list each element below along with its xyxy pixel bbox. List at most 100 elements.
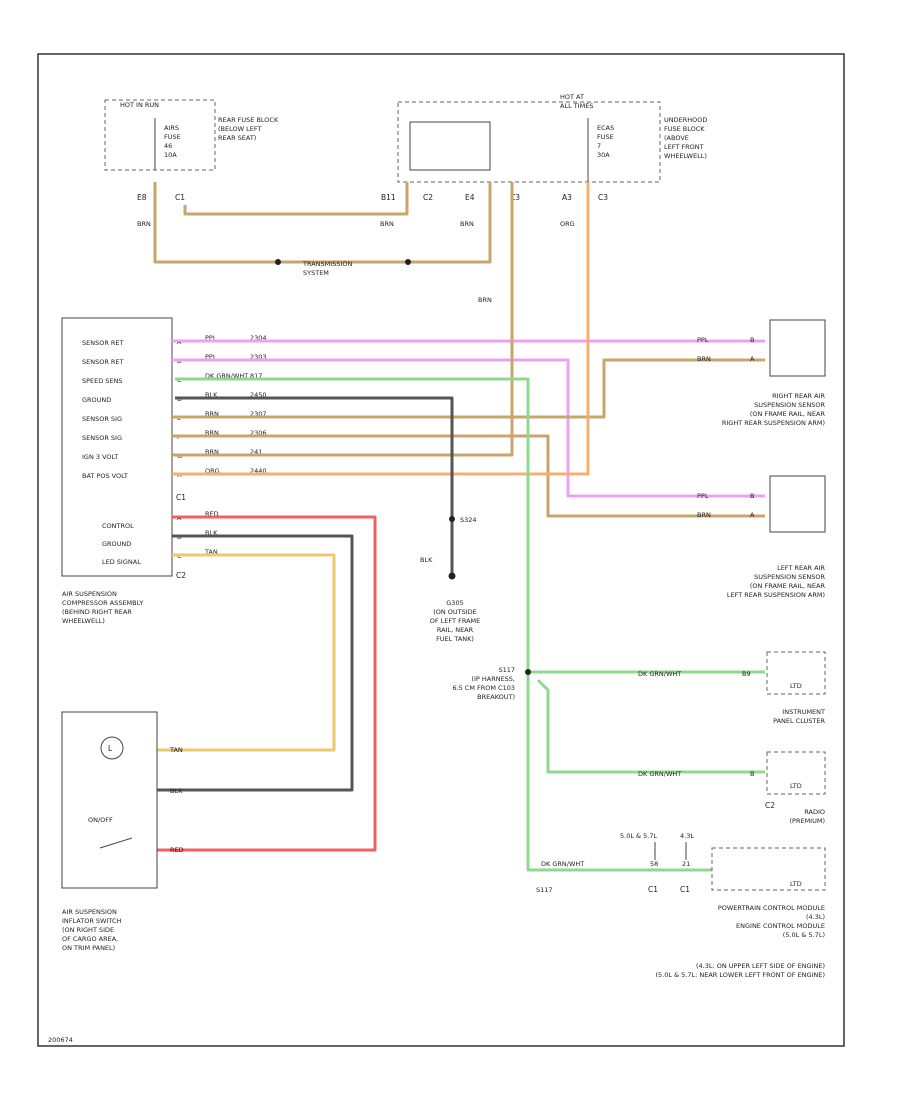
text-line: (BEHIND RIGHT REAR	[62, 608, 132, 616]
text-line: COMPRESSOR ASSEMBLY	[62, 599, 143, 607]
text-line: 7	[597, 142, 601, 150]
c1-wire-circuit: 2303	[250, 353, 267, 361]
left-sensor-wire1: PPL	[697, 492, 709, 500]
text-line: ON TRIM PANEL)	[62, 944, 115, 952]
text-line: 10A	[164, 151, 177, 159]
text-line: UNDERHOOD	[664, 116, 707, 124]
text-line: OF CARGO AREA,	[62, 935, 118, 943]
pcm-pin-58: 58	[650, 860, 658, 868]
underhood-internal-relay	[409, 121, 491, 171]
radio-outline	[766, 751, 826, 795]
conn-a3: A3	[562, 193, 572, 202]
text-line: (ON FRAME RAIL, NEAR	[750, 582, 826, 590]
text-line: RIGHT REAR SUSPENSION ARM)	[722, 419, 825, 427]
wire-label-blk-ground: BLK	[420, 556, 433, 564]
text-line: ECAS	[597, 124, 614, 132]
wire-label-grn-ipc: DK GRN/WHT	[638, 670, 681, 678]
compressor-pin-label: BAT POS VOLT	[82, 472, 128, 480]
text-line: AIR SUSPENSION	[62, 908, 117, 916]
wire-label-brn-e4: BRN	[460, 220, 474, 228]
c1-wire-run	[172, 182, 514, 457]
text-line: WHEELWELL)	[664, 152, 707, 160]
text-line: AIR SUSPENSION	[62, 590, 117, 598]
splice-dot-left	[275, 259, 281, 265]
c1-wire-color: BLK	[205, 391, 218, 399]
right-sensor-wire2: BRN	[697, 355, 711, 363]
radio-label: RADIO(PREMIUM)	[789, 808, 825, 825]
wire-brn-b11	[183, 182, 409, 216]
diagram-frame	[37, 53, 845, 1047]
text-line: FUSE BLOCK	[664, 125, 705, 133]
c1-wire-color: DK GRN/WHT	[205, 372, 248, 380]
instrument-led: LTD	[790, 682, 802, 690]
c1-wire-color: PPL	[205, 334, 217, 342]
c1-wire-color: ORG	[205, 467, 220, 475]
text-line: POWERTRAIN CONTROL MODULE	[718, 904, 825, 912]
right-rear-sensor-box	[769, 319, 826, 377]
conn-c2: C2	[176, 571, 186, 580]
instrument-pin: B9	[742, 670, 751, 678]
conn-e4: E4	[465, 193, 475, 202]
c2-wire-color: BLK	[205, 529, 218, 537]
conn-e8: E8	[137, 193, 147, 202]
c1-wire-circuit: 817	[250, 372, 262, 380]
compressor-pin-label: SENSOR SIG	[82, 434, 122, 442]
text-line: 6.5 CM FROM C103	[452, 684, 515, 692]
text-line: FUEL TANK)	[436, 635, 474, 643]
conn-c2-top: C2	[423, 193, 433, 202]
switch-wire-red: RED	[170, 846, 184, 854]
wire-label-brn-b11: BRN	[380, 220, 394, 228]
c1-wire-color: BRN	[205, 410, 219, 418]
left-sensor-pin-b: B	[750, 492, 754, 500]
c2-wire-run	[157, 553, 336, 752]
pcm-led: LTD	[790, 880, 802, 888]
pcm-engine-b: 4.3L	[680, 832, 694, 840]
text-line: (5.0L & 5.7L)	[783, 931, 825, 939]
wire-label-brn-vertical: BRN	[478, 296, 492, 304]
text-line: INFLATOR SWITCH	[62, 917, 121, 925]
compressor-pin2-label: LED SIGNAL	[102, 558, 141, 566]
conn-c1: C1	[176, 493, 186, 502]
rear-fuse-block-outline	[104, 99, 216, 171]
wire-label-brn-e8: BRN	[137, 220, 151, 228]
text-line: WHEELWELL)	[62, 617, 105, 625]
text-line: 46	[164, 142, 172, 150]
compressor-pin-label: SENSOR RET	[82, 339, 124, 347]
conn-b11: B11	[381, 193, 396, 202]
c1-wire-run	[172, 182, 590, 476]
text-line: (IP HARNESS,	[471, 675, 515, 683]
pcm-conn-c1-b: C1	[680, 885, 690, 894]
compressor-pin-label: GROUND	[82, 396, 111, 404]
c1-wire-color: BRN	[205, 429, 219, 437]
text-line: (5.0L & 5.7L: NEAR LOWER LEFT FRONT OF E…	[655, 971, 825, 979]
text-line: (BELOW LEFT	[218, 125, 261, 133]
pcm-engine-a: 5.0L & 5.7L	[620, 832, 657, 840]
text-line: 30A	[597, 151, 610, 159]
text-line: REAR SEAT)	[218, 134, 256, 142]
underhood-outline	[397, 101, 661, 183]
wire-green-radio	[536, 678, 765, 774]
compressor-pin2-label: GROUND	[102, 540, 131, 548]
text-line: AIRS	[164, 124, 179, 132]
compressor-pin-label: SPEED SENS	[82, 377, 123, 385]
text-line: OF LEFT FRAME	[430, 617, 480, 625]
text-line: S117	[498, 666, 515, 674]
compressor-pin-label: SENSOR RET	[82, 358, 124, 366]
text-line: BREAKOUT)	[477, 693, 515, 701]
pcm-label: POWERTRAIN CONTROL MODULE(4.3L)ENGINE CO…	[718, 904, 825, 939]
c1-wire-circuit: 2307	[250, 410, 267, 418]
text-line: HOT AT	[560, 93, 584, 101]
pcm-conn-c1-a: C1	[648, 885, 658, 894]
